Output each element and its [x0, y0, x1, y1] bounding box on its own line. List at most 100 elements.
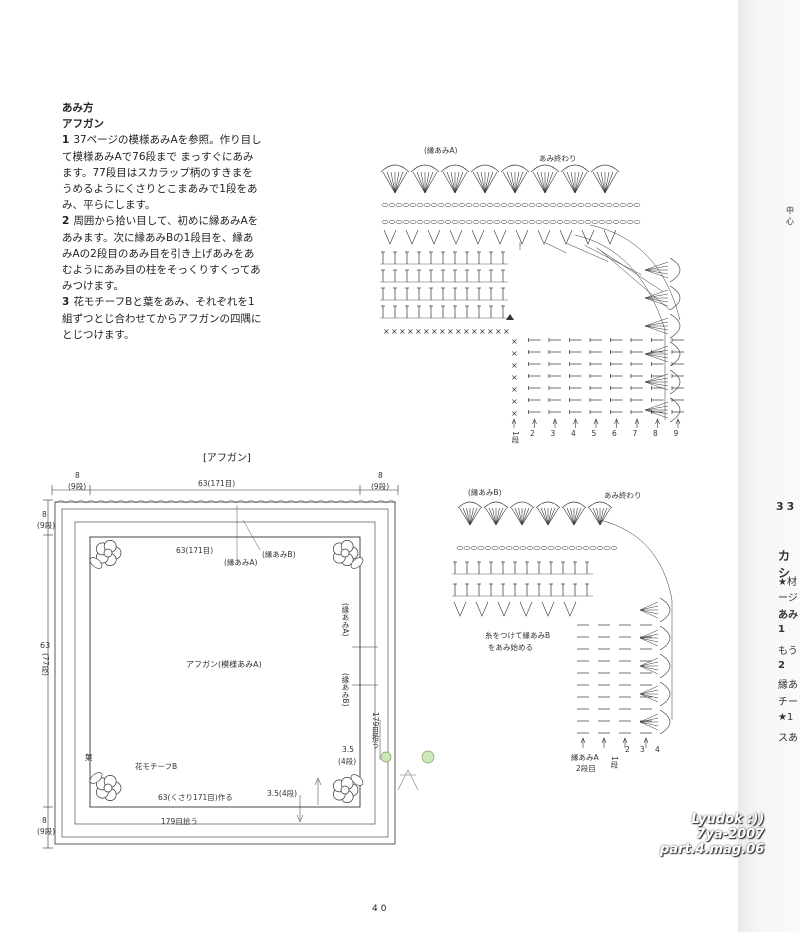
chain-stitch	[526, 546, 534, 550]
dim-left-top-rows: (9段)	[37, 521, 56, 530]
picot-loop	[669, 369, 681, 395]
fan-stitch	[484, 171, 498, 194]
chain-stitch	[430, 220, 438, 224]
chain-stitch	[437, 203, 445, 207]
fan-stitch	[644, 317, 669, 327]
fan-stitch	[462, 507, 471, 526]
chain-stitch	[444, 220, 452, 224]
fan-stitch	[547, 507, 559, 526]
chain-stitch	[619, 203, 627, 207]
sc-stitch: ×	[511, 385, 518, 394]
sc-stitch: ×	[487, 327, 494, 336]
v-stitch	[563, 601, 577, 617]
chain-stitch	[395, 220, 403, 224]
corner-stitch	[566, 243, 609, 262]
chain-stitch	[437, 220, 445, 224]
row-arrow	[675, 418, 681, 425]
chart-a-row-number: 6	[612, 429, 617, 438]
chain-stitch	[612, 203, 620, 207]
picot-loop	[380, 164, 410, 173]
fan-stitch	[639, 609, 659, 619]
step-text: 花モチーフBと葉をあみ、それぞれを1組ずつとじ合わせてからアフガンの四隅にとじつ…	[62, 296, 262, 341]
fan-stitch	[644, 381, 669, 391]
chart-a-row-number: 5	[591, 429, 597, 438]
fan-stitch	[644, 353, 669, 363]
fan-stitch	[592, 171, 606, 194]
fan-stitch	[639, 633, 659, 639]
chain-stitch	[610, 546, 618, 550]
fan-stitch	[563, 507, 575, 526]
edging-a-border	[74, 521, 376, 825]
chain-stitch	[423, 203, 431, 207]
chain-stitch	[533, 546, 541, 550]
chain-stitch	[458, 220, 466, 224]
fan-stitch	[644, 409, 669, 415]
step-number: 3	[62, 296, 70, 309]
picot-loop	[659, 625, 671, 651]
right-page-line: 縁あ	[778, 680, 798, 691]
row-arrow	[552, 418, 558, 425]
fan-stitch	[562, 171, 576, 194]
v-stitch	[541, 601, 555, 617]
fan-stitch	[521, 507, 533, 526]
chart-a-row-number: 8	[653, 429, 658, 438]
chain-stitch	[402, 220, 410, 224]
fan-stitch	[644, 373, 669, 383]
v-stitch	[493, 229, 507, 245]
chart-b-end-label: あみ終わり	[604, 491, 642, 500]
fan-stitch	[382, 171, 396, 194]
v-stitch	[519, 601, 533, 617]
fan-stitch	[511, 507, 523, 526]
dim-top-mid: 63(171目)	[198, 479, 236, 488]
fan-stitch	[570, 507, 575, 526]
chain-stitch	[388, 220, 396, 224]
chart-b-row-number: 4	[655, 745, 660, 754]
leader-line	[242, 519, 261, 551]
fan-stitch	[604, 171, 610, 194]
fan-stitch	[644, 297, 669, 307]
bottom-35-label: 3.5(4段)	[267, 789, 298, 798]
instructions-subheading: アフガン	[62, 118, 104, 131]
fan-stitch	[644, 289, 669, 299]
watermark-line: part.4.mag.06	[660, 842, 765, 857]
fan-stitch	[644, 381, 669, 387]
v-stitch	[515, 229, 529, 245]
v-stitch	[383, 229, 397, 245]
sc-stitch: ×	[511, 397, 518, 406]
fan-stitch	[544, 171, 550, 194]
corner-stitch	[599, 249, 671, 311]
fan-stitch	[639, 661, 659, 667]
chain-stitch	[486, 203, 494, 207]
fan-stitch	[644, 321, 669, 327]
fan-stitch	[639, 693, 659, 703]
chain-stitch	[542, 220, 550, 224]
step-text: 37ページの模様あみAを参照。作り目して模様あみAで76段まで まっすぐにあみま…	[62, 134, 262, 212]
sc-stitch: ×	[511, 409, 518, 418]
fan-stitch	[454, 171, 468, 194]
chain-stitch	[542, 203, 550, 207]
chain-stitch	[472, 220, 480, 224]
chain-stitch	[381, 203, 389, 207]
flower-label: 花モチーフB	[135, 762, 178, 771]
chain-stitch	[584, 220, 592, 224]
edge-b-top-label: (縁あみB)	[262, 550, 296, 559]
picot-loop	[659, 597, 671, 623]
fan-stitch	[420, 171, 426, 194]
pickup-right-label: 179目拾う	[371, 712, 380, 749]
sc-stitch: ×	[511, 361, 518, 370]
picot-loop	[509, 501, 535, 509]
right-35-rows: (4段)	[338, 757, 357, 766]
sc-stitch: ×	[511, 373, 518, 382]
picot-loop	[590, 164, 620, 173]
chain-stitch	[549, 220, 557, 224]
dim-top-right-rows: (9段)	[371, 482, 390, 491]
fan-stitch	[596, 171, 606, 194]
sc-stitch: ×	[447, 327, 454, 336]
bottom-pickup-label: 179目拾う	[161, 817, 198, 826]
leaf-motif	[350, 774, 364, 786]
corner-stitch	[544, 242, 567, 254]
fan-stitch	[454, 171, 460, 194]
fan-stitch	[469, 507, 478, 526]
chart-a-row-number: 4	[571, 429, 576, 438]
